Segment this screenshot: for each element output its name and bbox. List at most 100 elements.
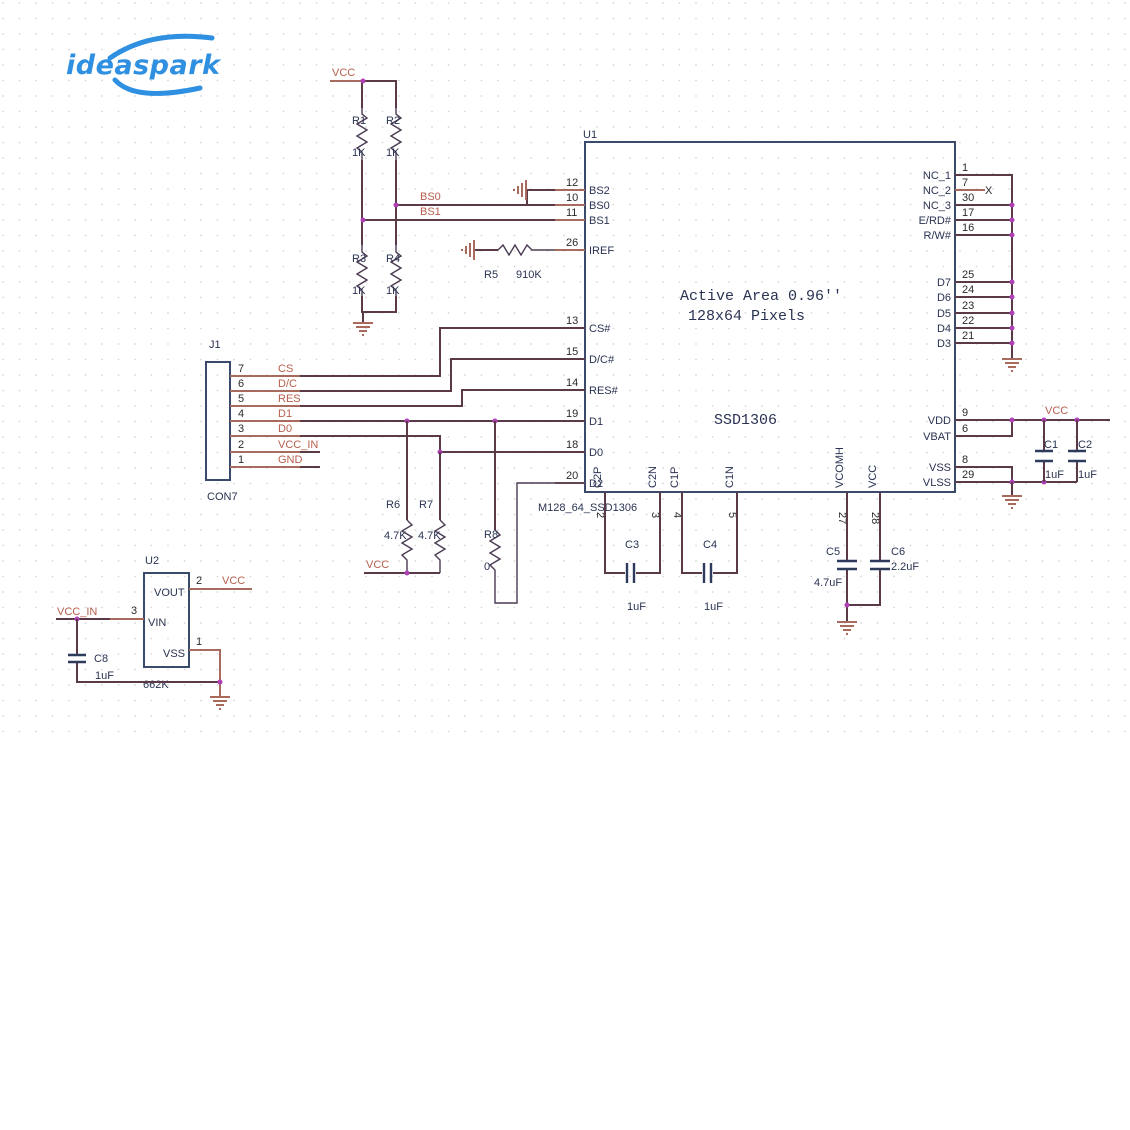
wire-res (300, 389, 585, 407)
u1-pin-name: D5 (937, 308, 951, 320)
u1-pin-number: 20 (566, 470, 578, 482)
logo-text: ideaspark (66, 50, 222, 81)
junction (1009, 310, 1015, 316)
capacitor-c8-symbol (68, 653, 86, 664)
capacitor-c2-symbol (1068, 449, 1086, 463)
u2-part: 662K (143, 679, 169, 691)
u1-pin-number: 28 (869, 512, 881, 524)
j1-pin-number: 1 (238, 454, 244, 466)
c3-value: 1uF (627, 601, 646, 613)
j1-pin-number: 4 (238, 408, 244, 420)
junction (360, 217, 366, 223)
r3-value: 1K (352, 285, 366, 297)
j1-pin-net-label: D0 (278, 423, 292, 435)
net-label-bs1: BS1 (420, 206, 441, 218)
wire (681, 492, 738, 574)
u1-pin-number: 27 (836, 512, 848, 524)
u2-pin-vin-name: VIN (148, 617, 166, 629)
resistor-r1-symbol (355, 108, 369, 160)
u2-pin-vss-num: 1 (196, 636, 202, 648)
u1-pin-number: 3 (649, 512, 661, 518)
u1-part-number: M128_64_SSD1306 (538, 502, 637, 514)
capacitor-c1-symbol (1035, 449, 1053, 463)
u1-pin-name: BS1 (589, 215, 610, 227)
u1-pin-number: 5 (726, 512, 738, 518)
u1-pin-name: VCC (867, 465, 879, 488)
wire (361, 296, 397, 313)
u1-pin-name: BS0 (589, 200, 610, 212)
u1-pin-number: 21 (962, 330, 974, 342)
logo-swoosh-bottom (112, 77, 203, 96)
r5-ref: R5 (484, 269, 498, 281)
junction (360, 78, 366, 84)
r7-ref: R7 (419, 499, 433, 511)
u1-pin-name: NC_3 (923, 200, 951, 212)
u2-pin-vin-num: 3 (131, 605, 137, 617)
capacitor-c6-symbol (870, 559, 890, 571)
u1-pin-number: 18 (566, 439, 578, 451)
net-label-vcc-top: VCC (332, 67, 355, 79)
j1-pin-number: 3 (238, 423, 244, 435)
net-label-bs0: BS0 (420, 191, 441, 203)
u1-pin-number: 8 (962, 454, 968, 466)
logo-swoosh-top (107, 33, 215, 61)
j1-pin-net-label: RES (278, 393, 301, 405)
u1-pin-name: NC_1 (923, 170, 951, 182)
r8-value: 0 (484, 561, 490, 573)
j1-pin-number: 5 (238, 393, 244, 405)
junction (844, 602, 850, 608)
u1-pin-number: 23 (962, 300, 974, 312)
u1-pin-number: 6 (962, 423, 968, 435)
u1-pin-name: D4 (937, 323, 951, 335)
r6-ref: R6 (386, 499, 400, 511)
ground-symbol (513, 180, 527, 200)
u1-pin-name: D2 (589, 478, 603, 490)
c1-value: 1uF (1045, 469, 1064, 481)
u1-pin-number: 29 (962, 469, 974, 481)
j1-pin-net-label: CS (278, 363, 293, 375)
ground-symbol (210, 696, 230, 710)
u1-pin-name: D/C# (589, 354, 615, 366)
wire-dc (300, 358, 585, 392)
r7-value: 4.7K (418, 530, 441, 542)
u1-pin-name: VCOMH (834, 447, 846, 488)
u2-pin-vss-name: VSS (163, 648, 185, 660)
net-label-vcc-r6r7: VCC (366, 559, 389, 571)
wire (362, 80, 397, 108)
u1-pin-number: 1 (962, 162, 968, 174)
u2-pin-vout-num: 2 (196, 575, 202, 587)
u1-pin-number: 9 (962, 407, 968, 419)
wire (300, 451, 320, 468)
u1-pin-name: D0 (589, 447, 603, 459)
u1-pin-number: 12 (566, 177, 578, 189)
u1-pin-number: 30 (962, 192, 974, 204)
u1-pin-number: 19 (566, 408, 578, 420)
grid-background (0, 0, 1130, 735)
r5-value: 910K (516, 269, 542, 281)
junction (1009, 340, 1015, 346)
r4-value: 1K (386, 285, 400, 297)
junction (1009, 417, 1015, 423)
junction (217, 679, 223, 685)
u1-pin-name: R/W# (924, 230, 952, 242)
r2-value: 1K (386, 147, 400, 159)
resistor-r3-symbol (355, 245, 369, 296)
u1-pin-name: VLSS (923, 477, 951, 489)
resistor-r4-symbol (389, 245, 403, 296)
u1-pin-number: 24 (962, 284, 974, 296)
u1-pin-name: IREF (589, 245, 614, 257)
r1-value: 1K (352, 147, 366, 159)
u1-pin-number: 17 (962, 207, 974, 219)
junction (1009, 294, 1015, 300)
c8-value: 1uF (95, 670, 114, 682)
u1-pin-name: C2P (592, 467, 604, 488)
c3-ref: C3 (625, 539, 639, 551)
wire (847, 492, 881, 606)
u1-pin-number: 4 (671, 512, 683, 518)
u1-pin-name: D7 (937, 277, 951, 289)
u1-pin-number: 10 (566, 192, 578, 204)
u1-pin-name: VBAT (923, 431, 951, 443)
u1-pin-name: RES# (589, 385, 619, 397)
